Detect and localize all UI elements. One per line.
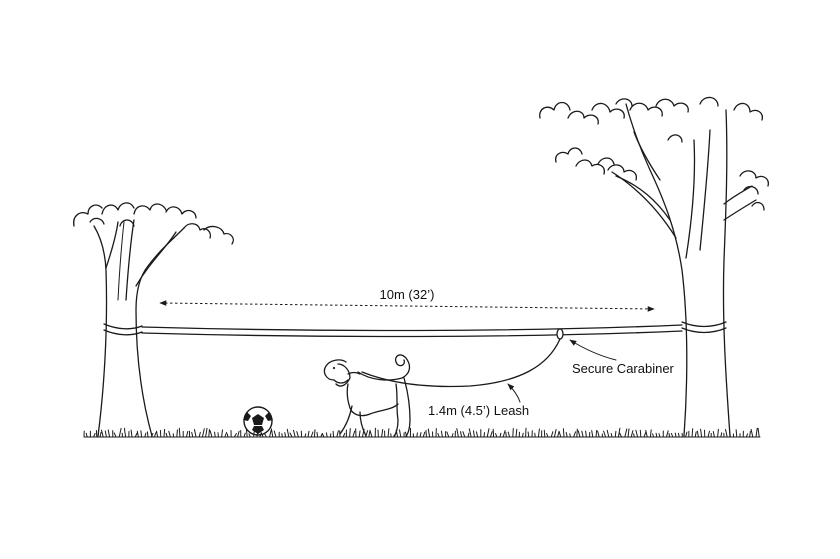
- carabiner: [556, 328, 564, 340]
- right-tree: [539, 96, 769, 437]
- span-label: 10m (32’): [380, 287, 435, 302]
- dog: [323, 354, 411, 437]
- leash-callout: 1.4m (4.5’) Leash: [428, 383, 529, 418]
- leash-label: 1.4m (4.5’) Leash: [428, 403, 529, 418]
- span-dimension: 10m (32’): [159, 287, 655, 312]
- left-tree: [73, 202, 234, 437]
- leash: [361, 338, 561, 388]
- grass-ground: [83, 427, 761, 438]
- tie-out-cable: [141, 324, 683, 338]
- grass-blades: [83, 427, 761, 438]
- span-dimension-line: [159, 300, 655, 312]
- carabiner-callout: Secure Carabiner: [569, 339, 675, 376]
- carabiner-label: Secure Carabiner: [572, 361, 675, 376]
